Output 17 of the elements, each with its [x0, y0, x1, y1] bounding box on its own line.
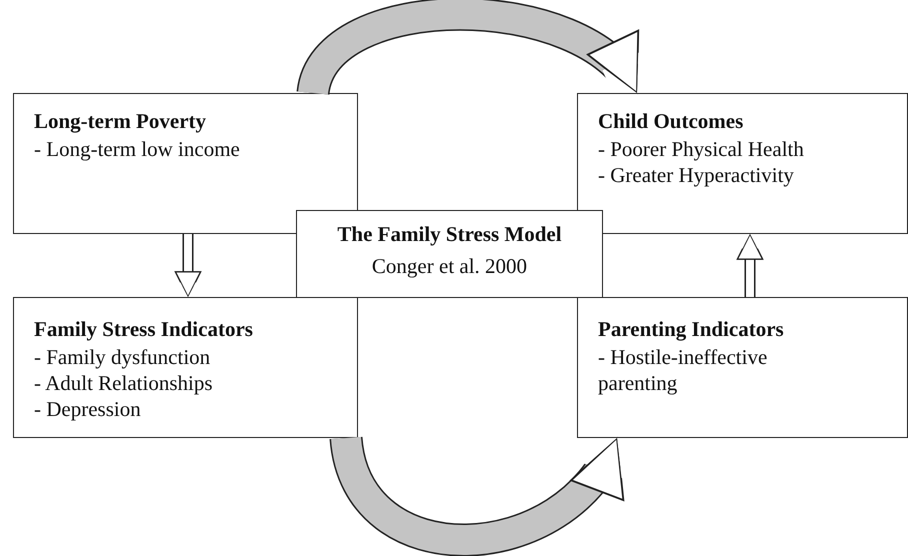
list-item: - Long-term low income — [34, 136, 241, 162]
list-item: - Hostile-ineffective parenting — [598, 344, 768, 396]
box-heading: Parenting Indicators — [598, 316, 785, 342]
list-item: - Adult Relationships — [34, 370, 214, 396]
category-box — [577, 93, 908, 234]
box-heading: Long-term Poverty — [34, 108, 208, 134]
list-item: - Poorer Physical Health — [598, 136, 805, 162]
box-heading: Family Stress Indicators — [34, 316, 254, 342]
category-box — [13, 297, 358, 438]
list-item: - Greater Hyperactivity — [598, 162, 795, 188]
box-heading: The Family Stress Model — [336, 221, 563, 247]
list-item: - Depression — [34, 396, 142, 422]
title-box — [296, 210, 603, 298]
list-item: - Family dysfunction — [34, 344, 212, 370]
box-heading: Child Outcomes — [598, 108, 744, 134]
citation: Conger et al. 2000 — [370, 253, 528, 279]
category-box — [577, 297, 908, 438]
